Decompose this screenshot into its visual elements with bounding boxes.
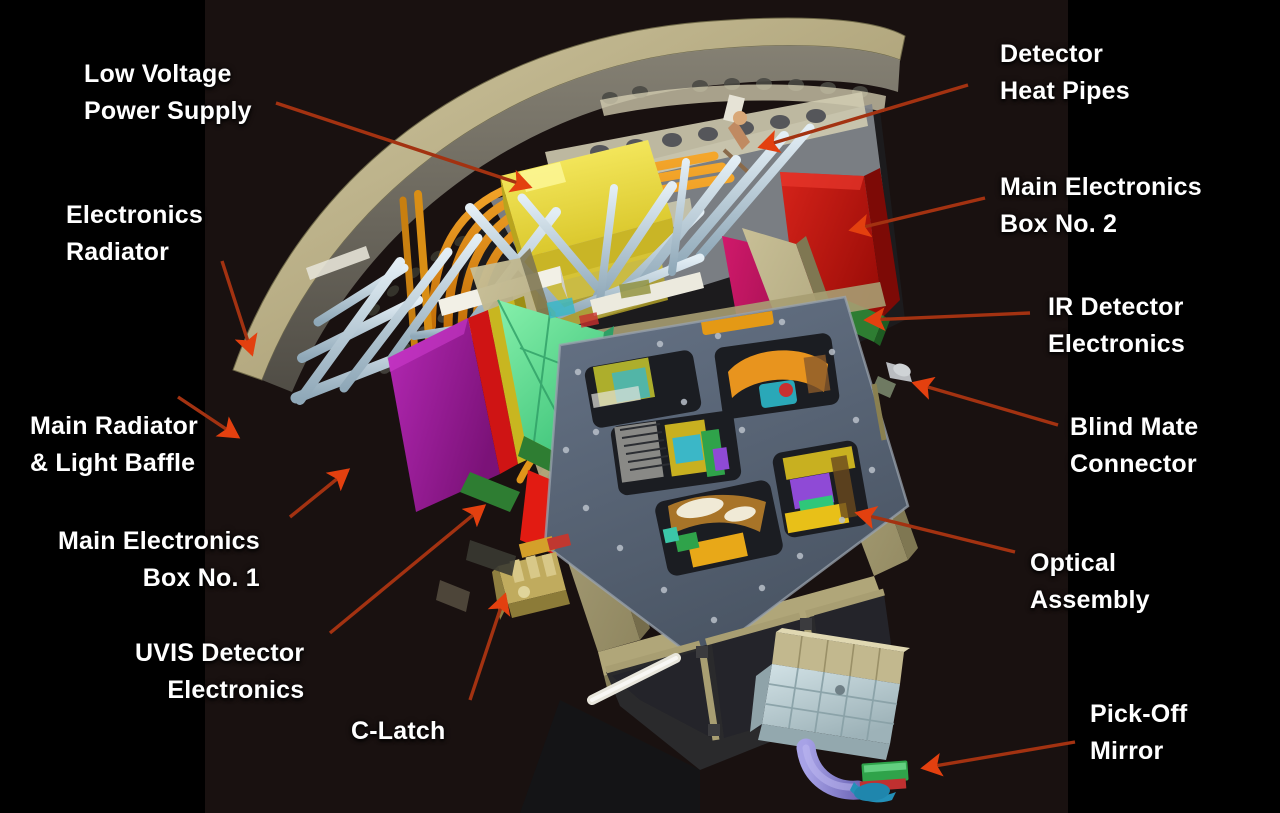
callout-main-radiator-light-baffle: Main Radiator & Light Baffle (30, 408, 198, 482)
background-band-left (0, 0, 205, 813)
bench-window (655, 480, 783, 576)
callout-line-2: Connector (1070, 450, 1197, 478)
callout-line-1: Blind Mate (1070, 413, 1199, 441)
main-radiator-face (388, 318, 500, 512)
bench-window (772, 440, 870, 538)
callout-line-1: Main Radiator (30, 412, 198, 440)
callout-line-2: Electronics (167, 676, 305, 704)
callout-line-1: Electronics (66, 201, 203, 229)
optical-bench (543, 295, 910, 664)
bench-window (714, 333, 840, 419)
callout-line-2: Heat Pipes (1000, 77, 1130, 105)
blind-mate-connector-part (871, 362, 912, 441)
callout-line-2: Box No. 1 (142, 564, 260, 592)
callout-line-2: Mirror (1090, 737, 1164, 765)
bench-window (584, 350, 702, 428)
callout-line-1: Main Electronics (58, 527, 260, 555)
c-latch-fitting (492, 533, 572, 620)
callout-line-2: Assembly (1030, 586, 1150, 614)
callout-line-2: Electronics (1048, 330, 1185, 358)
callout-line-2: Power Supply (84, 97, 252, 125)
callout-line-2: Box No. 2 (1000, 210, 1118, 238)
pick-off-mirror-assembly (750, 628, 910, 803)
callout-line-1: Low Voltage (84, 60, 232, 88)
bench-window (610, 410, 742, 496)
callout-line-1: Detector (1000, 40, 1104, 68)
callout-line-1: Main Electronics (1000, 173, 1202, 201)
background-band-right (1068, 0, 1280, 813)
callout-line-1: Pick-Off (1090, 700, 1188, 728)
callout-line-1: UVIS Detector (135, 639, 305, 667)
callout-line-1: IR Detector (1048, 293, 1184, 321)
callout-line-1: C-Latch (351, 717, 446, 745)
callout-line-2: Radiator (66, 238, 170, 266)
callout-c-latch: C-Latch (351, 713, 445, 750)
callout-line-2: & Light Baffle (30, 449, 196, 477)
callout-line-1: Optical (1030, 549, 1117, 577)
